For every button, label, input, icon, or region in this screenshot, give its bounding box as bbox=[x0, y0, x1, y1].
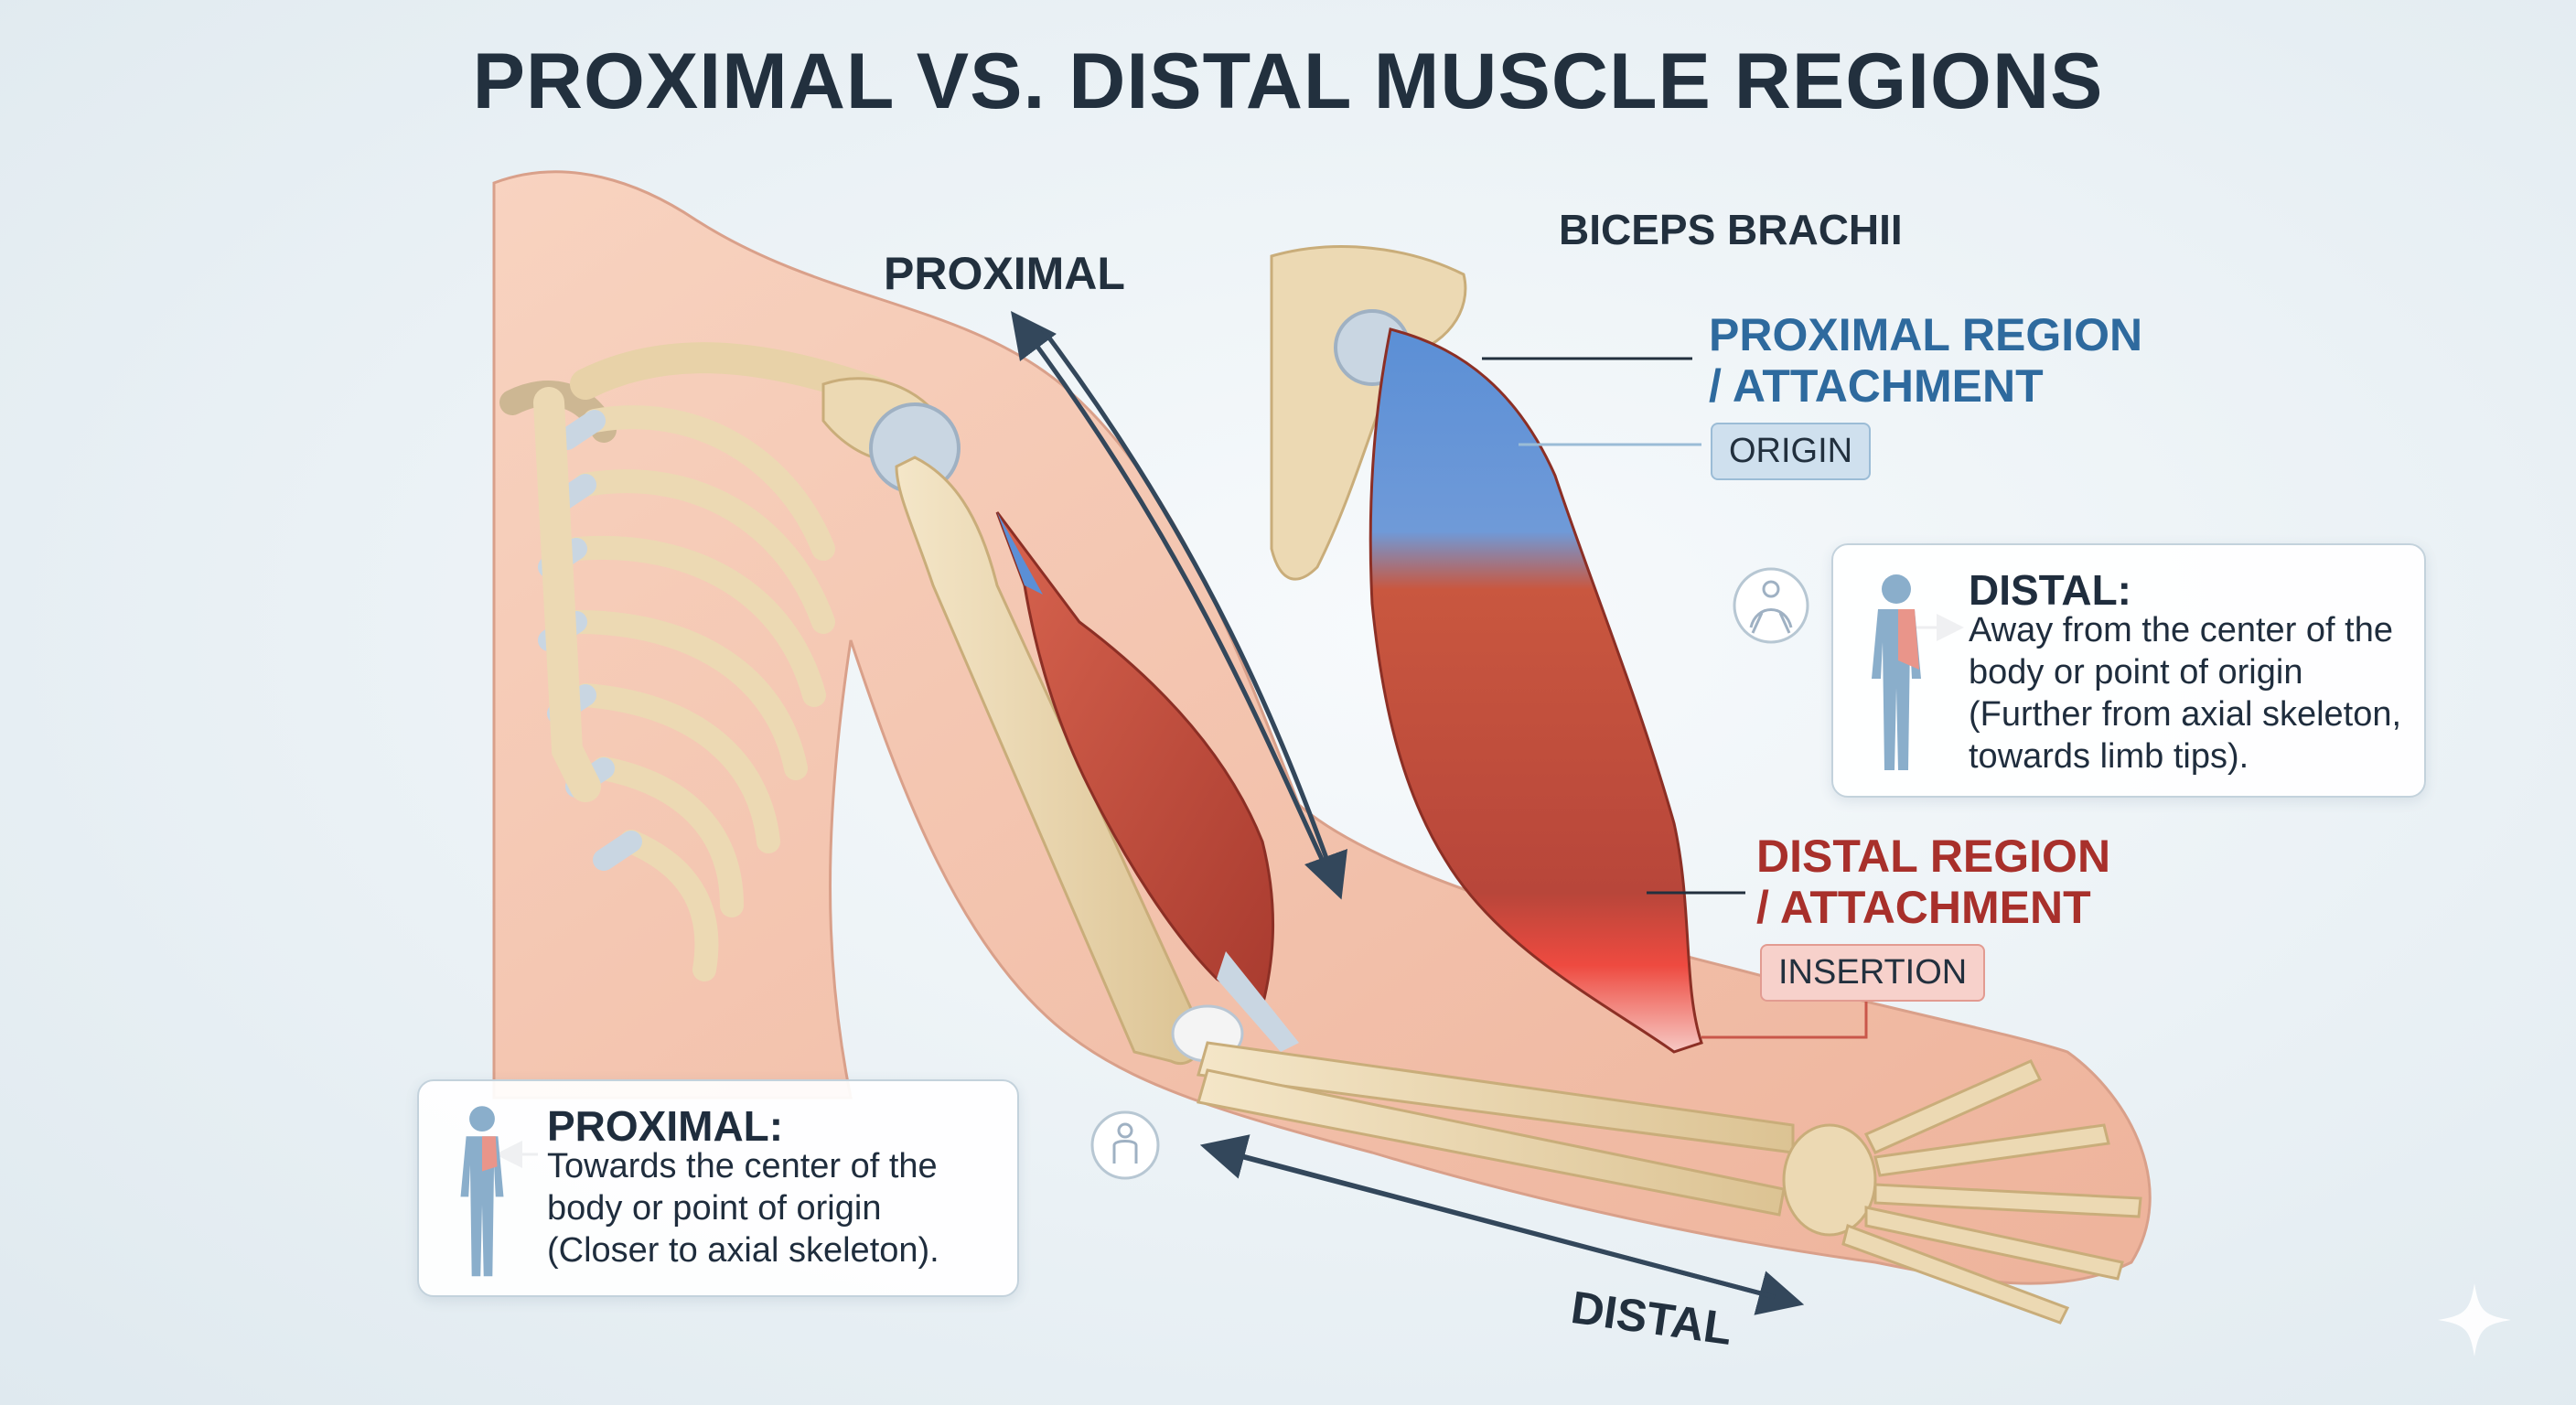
distal-region-line2: / ATTACHMENT bbox=[1756, 882, 2091, 933]
person-circle-icon bbox=[1090, 1110, 1160, 1180]
distal-card-text: Away from the center of the body or poin… bbox=[1969, 611, 2402, 776]
proximal-arrow bbox=[1011, 310, 1329, 871]
body-figure-icon bbox=[460, 1106, 504, 1277]
distal-card-heading: DISTAL: bbox=[1969, 566, 2132, 614]
distal-arrow-back bbox=[1199, 1134, 1776, 1300]
proximal-definition-card: PROXIMAL: Towards the center of the body… bbox=[417, 1079, 1019, 1297]
rib-cage bbox=[499, 381, 835, 981]
distal-region-line1: DISTAL REGION bbox=[1756, 831, 2111, 882]
arm-biceps-muscle bbox=[995, 511, 1299, 1052]
proximal-card-heading: PROXIMAL: bbox=[547, 1102, 784, 1150]
proximal-region-label: PROXIMAL REGION / ATTACHMENT bbox=[1709, 309, 2142, 412]
page-title: PROXIMAL VS. DISTAL MUSCLE REGIONS bbox=[472, 38, 2104, 125]
distal-region-label: DISTAL REGION / ATTACHMENT bbox=[1756, 831, 2110, 933]
distal-definition-card: DISTAL: Away from the center of the body… bbox=[1831, 543, 2426, 798]
sparkle-icon bbox=[2438, 1283, 2511, 1357]
proximal-region-line1: PROXIMAL REGION bbox=[1709, 309, 2143, 360]
insertion-badge: INSERTION bbox=[1760, 944, 1986, 1002]
body-figure-icon bbox=[1872, 574, 1921, 770]
leader-lines bbox=[495, 357, 1964, 1168]
anatomy-circle-icon bbox=[1733, 567, 1809, 644]
origin-badge: ORIGIN bbox=[1711, 423, 1872, 480]
proximal-region-line2: / ATTACHMENT bbox=[1709, 360, 2044, 412]
proximal-distal-arrows bbox=[1011, 310, 1805, 1315]
hand-bones bbox=[1782, 1059, 2142, 1325]
biceps-brachii-label: BICEPS BRACHII bbox=[1559, 206, 1903, 253]
biceps-brachii-detail bbox=[1270, 245, 1703, 1054]
distal-arrow-top bbox=[1040, 327, 1347, 900]
proximal-card-text: Towards the center of the body or point … bbox=[547, 1147, 939, 1270]
proximal-arrow-label: PROXIMAL bbox=[884, 248, 1125, 299]
humerus bbox=[869, 402, 1244, 1066]
